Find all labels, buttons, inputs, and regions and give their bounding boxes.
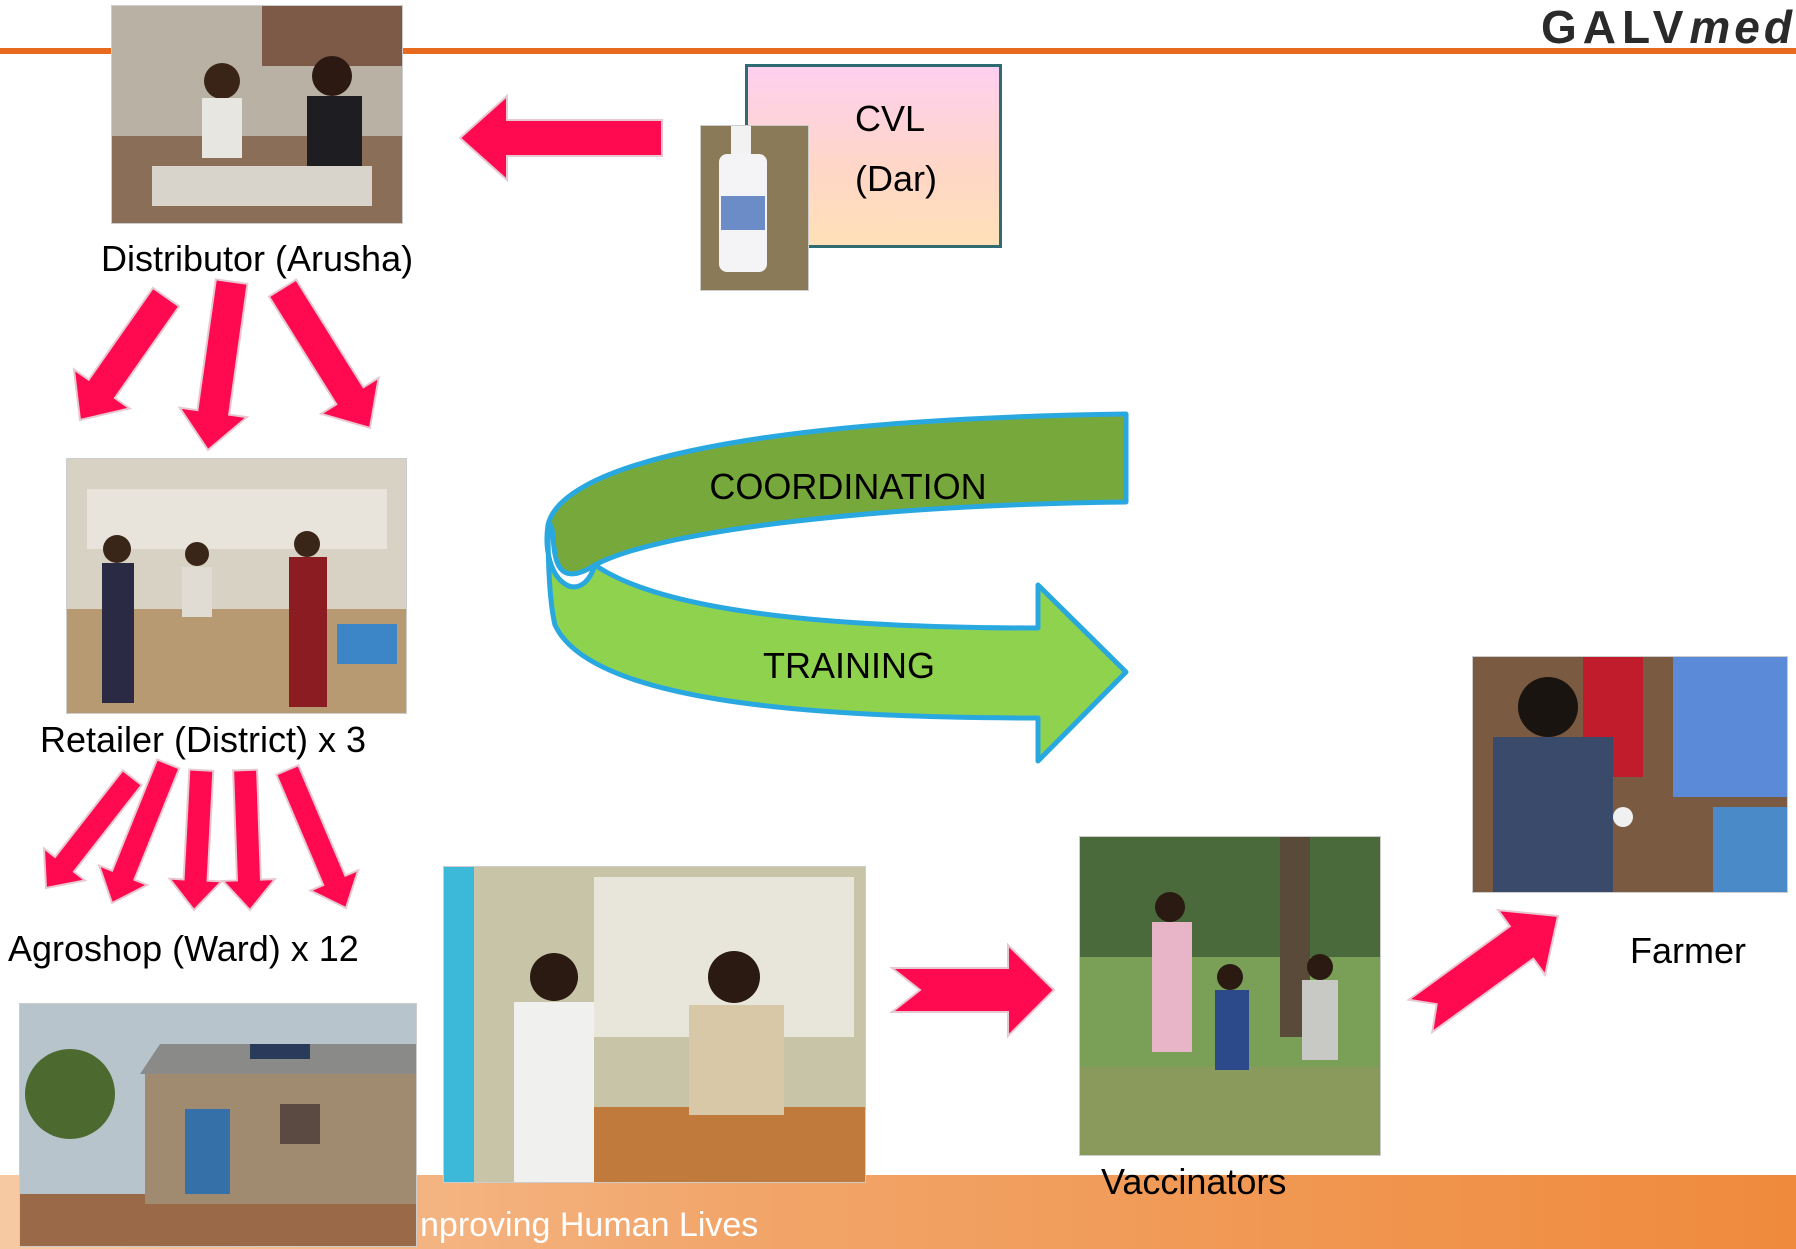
arrow-retailer-agroshop-2	[97, 758, 181, 905]
arrow-cvl-to-distributor	[458, 93, 663, 183]
distributor-photo-image	[112, 6, 402, 223]
logo-main: GALV	[1541, 1, 1690, 53]
vaccine-bottle-photo	[700, 125, 809, 291]
training-label: TRAINING	[763, 645, 935, 686]
header-rule	[0, 48, 1796, 54]
arrow-retailer-agroshop-3	[167, 768, 224, 912]
coordination-label: COORDINATION	[709, 466, 986, 507]
label-agroshop: Agroshop (Ward) x 12	[8, 928, 359, 969]
vaccine-bottle-image	[701, 126, 808, 290]
arrow-distributor-retailer-3	[267, 278, 381, 430]
arrow-retailer-agroshop-1	[42, 768, 144, 890]
coordination-band	[545, 411, 1129, 577]
cvl-title: CVL	[855, 98, 926, 139]
retailer-photo-image	[67, 459, 406, 713]
galvmed-logo: GALVmed	[1541, 0, 1796, 54]
vaccinators-photo	[1079, 836, 1381, 1156]
agroshop-interior-photo	[443, 866, 866, 1183]
agroshop-building-image	[20, 1004, 416, 1246]
label-distributor: Distributor (Arusha)	[101, 238, 414, 279]
training-band	[544, 522, 1129, 764]
arrow-retailer-agroshop-4	[220, 768, 278, 912]
distributor-photo	[111, 5, 403, 224]
arrow-agroshop-to-vaccinators	[889, 942, 1056, 1039]
footer-slogan: nproving Human Lives	[420, 1206, 759, 1244]
farmer-photo-image	[1473, 657, 1787, 892]
agroshop-building-photo	[19, 1003, 417, 1247]
label-vaccinators: Vaccinators	[1101, 1161, 1287, 1202]
cvl-subtitle: (Dar)	[855, 158, 937, 199]
vaccinators-photo-image	[1080, 837, 1380, 1155]
label-farmer: Farmer	[1630, 930, 1746, 971]
logo-tail: med	[1689, 1, 1796, 53]
agroshop-interior-image	[444, 867, 865, 1182]
farmer-photo	[1472, 656, 1788, 893]
arrow-distributor-retailer-1	[72, 286, 181, 422]
arrow-retailer-agroshop-5	[275, 763, 360, 910]
label-retailer: Retailer (District) x 3	[40, 719, 367, 760]
coordination-training-cycle	[544, 411, 1129, 764]
retailer-photo	[66, 458, 407, 714]
arrow-vaccinators-to-farmer	[1406, 908, 1560, 1035]
arrow-distributor-retailer-2	[177, 278, 250, 452]
